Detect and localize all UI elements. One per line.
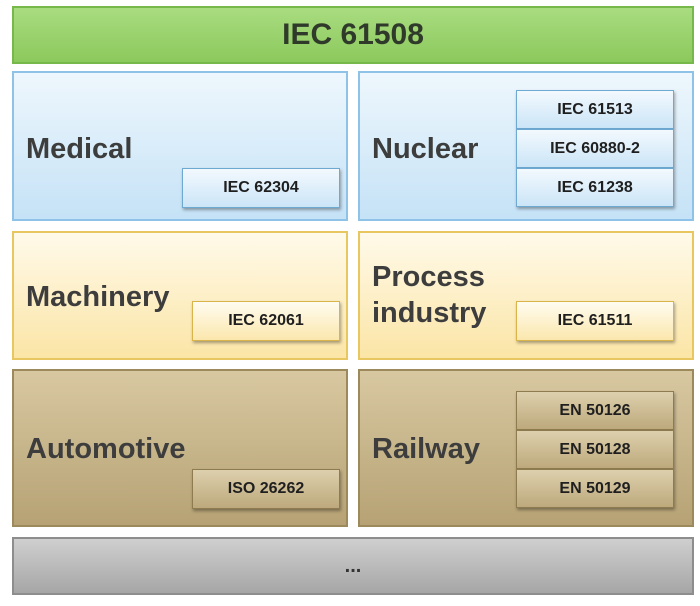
- process-label-line2: industry: [372, 297, 487, 329]
- process-industry-label: Process industry: [372, 259, 486, 331]
- automotive-standard-iso-26262: ISO 26262: [192, 469, 340, 509]
- railway-standard-en-50128: EN 50128: [516, 430, 674, 469]
- iec-61508-header: IEC 61508: [12, 6, 694, 64]
- railway-standard-en-50129: EN 50129: [516, 469, 674, 508]
- nuclear-panel: Nuclear IEC 61513 IEC 60880-2 IEC 61238: [358, 71, 694, 221]
- railway-standard-en-50126: EN 50126: [516, 391, 674, 430]
- machinery-standard-iec-62061: IEC 62061: [192, 301, 340, 341]
- process-industry-panel: Process industry IEC 61511: [358, 231, 694, 360]
- process-label-line1: Process: [372, 261, 485, 293]
- medical-label: Medical: [26, 133, 133, 165]
- process-standard-iec-61511: IEC 61511: [516, 301, 674, 341]
- automotive-panel: Automotive ISO 26262: [12, 369, 348, 527]
- nuclear-standard-iec-61513: IEC 61513: [516, 90, 674, 129]
- automotive-label: Automotive: [26, 433, 186, 465]
- nuclear-label: Nuclear: [372, 133, 479, 165]
- machinery-label: Machinery: [26, 281, 170, 313]
- machinery-panel: Machinery IEC 62061: [12, 231, 348, 360]
- medical-standard-iec-62304: IEC 62304: [182, 168, 340, 208]
- railway-label: Railway: [372, 433, 480, 465]
- medical-panel: Medical IEC 62304: [12, 71, 348, 221]
- nuclear-standard-iec-61238: IEC 61238: [516, 168, 674, 207]
- header-title: IEC 61508: [282, 18, 424, 51]
- other-domains-footer: ...: [12, 537, 694, 595]
- nuclear-standard-iec-60880-2: IEC 60880-2: [516, 129, 674, 168]
- railway-panel: Railway EN 50126 EN 50128 EN 50129: [358, 369, 694, 527]
- footer-ellipsis: ...: [344, 554, 362, 577]
